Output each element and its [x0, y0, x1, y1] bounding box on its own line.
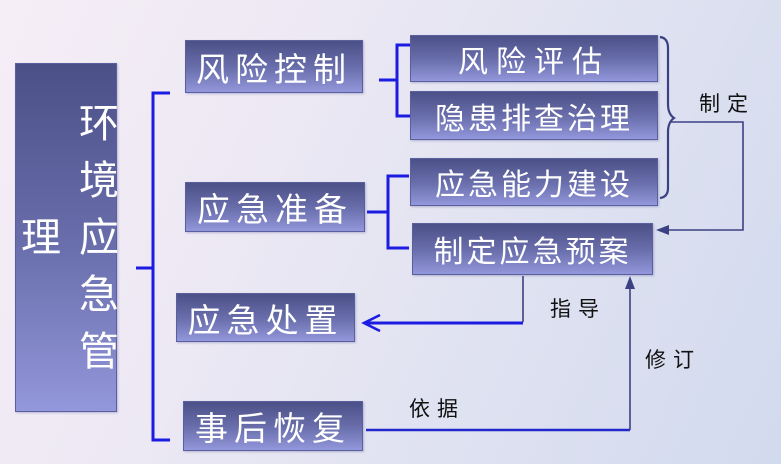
node-risk-assessment-label: 风险评估 [458, 45, 610, 79]
root-bracket-connector [136, 91, 170, 442]
edge-label-revise: 修订 [645, 348, 701, 372]
node-capacity-building: 应急能力建设 [410, 158, 658, 206]
node-emergency-response: 应急处置 [176, 293, 355, 342]
group-brace [659, 35, 676, 200]
node-hazard-investigation: 隐患排查治理 [410, 91, 658, 140]
edge-label-guide: 指导 [550, 297, 606, 321]
node-capacity-building-label: 应急能力建设 [435, 169, 633, 202]
node-risk-control-label: 风险控制 [196, 52, 352, 89]
revise-arrow-icon [625, 276, 635, 289]
node-environment-emergency-management: 环境应急管理 [15, 63, 118, 412]
node-environment-emergency-management-label: 环境应急管理 [15, 102, 118, 387]
guide-arrow-icon [361, 313, 381, 333]
risk-control-bracket-connector [379, 43, 410, 118]
formulate-connector [669, 121, 744, 231]
node-plan-formulation: 制定应急预案 [412, 223, 653, 275]
edge-label-formulate: 制定 [699, 92, 755, 116]
preparation-bracket-connector [367, 174, 409, 250]
node-emergency-preparation: 应急准备 [185, 182, 365, 232]
formulate-arrow-icon [656, 225, 669, 235]
node-post-incident-recovery: 事后恢复 [183, 401, 363, 451]
node-risk-assessment: 风险评估 [410, 35, 658, 82]
node-risk-control: 风险控制 [185, 40, 363, 93]
node-emergency-response-label: 应急处置 [187, 303, 344, 340]
node-plan-formulation-label: 制定应急预案 [433, 236, 632, 269]
node-hazard-investigation-label: 隐患排查治理 [435, 102, 633, 136]
edge-label-basis: 依据 [409, 397, 465, 421]
node-emergency-preparation-label: 应急准备 [197, 193, 353, 229]
node-post-incident-recovery-label: 事后恢复 [195, 412, 351, 448]
